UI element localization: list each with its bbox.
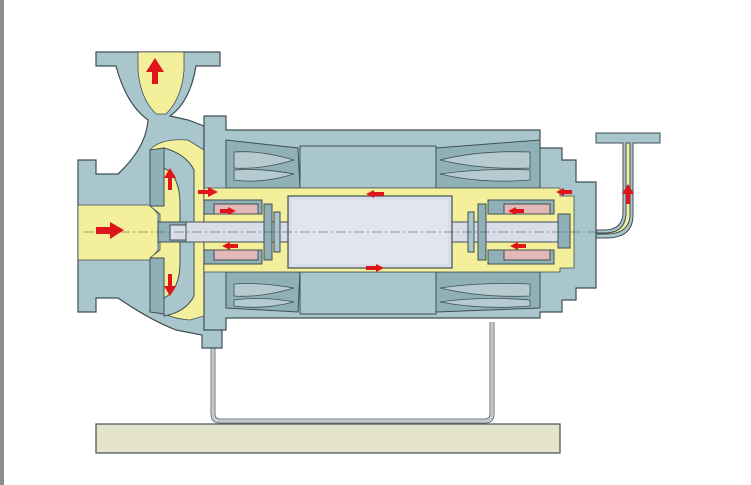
winding-end-turns [233,151,531,308]
return-line-up-arrow [622,184,634,204]
bearing-front-lower-arrow [222,242,238,250]
outlet-arrow [146,58,164,84]
support-frame-outline [210,322,495,424]
impeller-lower-arrow [164,274,176,296]
bearing-rear-lower-arrow [510,242,526,250]
support-frame [211,322,494,423]
bearing-rear-upper-arrow [508,207,524,215]
inlet-arrow [96,222,124,239]
impeller-upper-arrow [164,168,176,190]
rotor-gap-lower-arrow [366,264,384,272]
rotor-gap-upper-arrow [366,190,384,198]
impeller [149,147,195,317]
bearing-front-arrow [220,207,236,215]
return-line-left-arrow [556,188,572,196]
shaft-end [557,213,571,249]
baseplate [95,423,561,454]
flow-arrows [96,58,634,296]
left-border [0,0,4,485]
gap-upper-arrow [198,187,218,197]
